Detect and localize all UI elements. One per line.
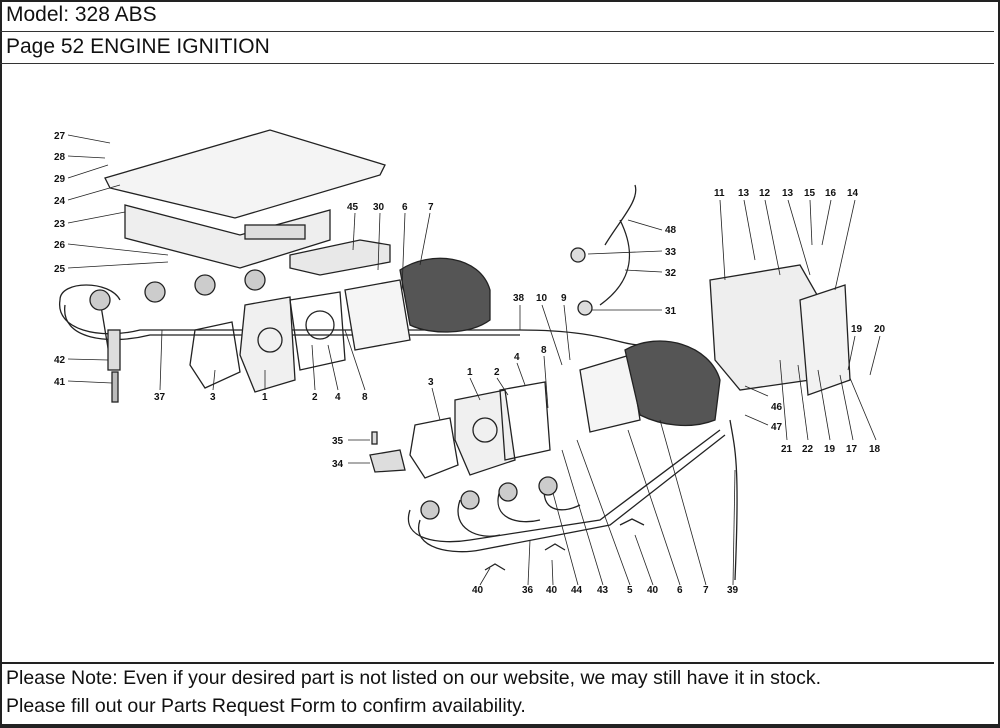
callout-32: 32 [665, 268, 677, 279]
pickup-pin-35 [371, 431, 378, 445]
callout-40-b: 40 [546, 585, 558, 596]
callout-14: 14 [847, 188, 859, 199]
callout-41: 41 [54, 377, 66, 388]
callout-7: 7 [428, 202, 434, 213]
callout-18: 18 [869, 444, 881, 455]
parts-diagram-svg: 27 28 29 24 23 26 25 42 41 37 3 1 2 4 8 … [54, 129, 886, 596]
callout-37: 37 [154, 392, 166, 403]
sensor-31 [577, 300, 593, 316]
callout-25: 25 [54, 264, 66, 275]
callout-31: 31 [665, 306, 677, 317]
wire-clip [544, 543, 566, 551]
leader-lines [67, 134, 881, 586]
callout-1: 1 [262, 392, 268, 403]
module-45 [289, 239, 391, 276]
callout-40: 40 [472, 585, 484, 596]
callout-11: 11 [714, 188, 725, 199]
sensor-33 [570, 247, 586, 263]
callout-39: 39 [727, 585, 739, 596]
spark-plug-wires-right [407, 429, 726, 553]
callout-30: 30 [373, 202, 385, 213]
callout-15: 15 [804, 188, 816, 199]
callout-28: 28 [54, 152, 66, 163]
callout-24: 24 [54, 196, 66, 207]
callout-5: 5 [627, 585, 633, 596]
callout-4-lower: 4 [514, 352, 520, 363]
pickup-34 [369, 449, 406, 473]
distributor-housing-left [344, 279, 411, 351]
callout-19-b: 19 [824, 444, 836, 455]
callout-38: 38 [513, 293, 525, 304]
callout-6-lower: 6 [677, 585, 683, 596]
callout-labels: 27 28 29 24 23 26 25 42 41 37 3 1 2 4 8 … [54, 131, 886, 596]
callout-2: 2 [312, 392, 318, 403]
distributor-housing-right [579, 354, 641, 433]
callout-44: 44 [571, 585, 583, 596]
wire-39 [729, 419, 738, 581]
callout-23: 23 [54, 219, 66, 230]
callout-21: 21 [781, 444, 793, 455]
distributor-cap-right [454, 389, 516, 476]
callout-47: 47 [771, 422, 783, 433]
seal-right [499, 381, 551, 461]
callout-2-lower: 2 [494, 367, 500, 378]
seal-left [305, 310, 335, 340]
callout-9: 9 [561, 293, 567, 304]
callout-3-lower: 3 [428, 377, 434, 388]
callout-26: 26 [54, 240, 66, 251]
callout-8: 8 [362, 392, 368, 403]
callout-34: 34 [332, 459, 344, 470]
callout-13-b: 13 [782, 188, 794, 199]
model-title: Model: 328 ABS [0, 0, 994, 32]
wire-clip [619, 518, 645, 526]
callout-20: 20 [874, 324, 886, 335]
callout-17: 17 [846, 444, 858, 455]
callout-29: 29 [54, 174, 66, 185]
callout-35: 35 [332, 436, 344, 447]
footer-note: Please Note: Even if your desired part i… [0, 664, 994, 724]
callout-19: 19 [851, 324, 863, 335]
ecu-box [124, 204, 331, 269]
wire-clip [484, 563, 506, 571]
callout-36: 36 [522, 585, 534, 596]
callout-10: 10 [536, 293, 548, 304]
parts-diagram: 27 28 29 24 23 26 25 42 41 37 3 1 2 4 8 … [0, 64, 994, 664]
callout-33: 33 [665, 247, 677, 258]
callout-6: 6 [402, 202, 408, 213]
callout-16: 16 [825, 188, 837, 199]
callout-45: 45 [347, 202, 359, 213]
mounting-bracket [799, 284, 851, 396]
callout-48: 48 [665, 225, 677, 236]
callout-40-c: 40 [647, 585, 659, 596]
callout-8-lower: 8 [541, 345, 547, 356]
callout-42: 42 [54, 355, 66, 366]
ecu-cover-plate [104, 129, 386, 219]
callout-22: 22 [802, 444, 814, 455]
callout-12: 12 [759, 188, 771, 199]
callout-7-lower: 7 [703, 585, 709, 596]
spark-plug-boot [107, 329, 121, 371]
callout-13: 13 [738, 188, 750, 199]
gasket-left [189, 321, 241, 389]
callout-27: 27 [54, 131, 66, 142]
ignition-coil-sleeve-left [399, 257, 491, 333]
callout-43: 43 [597, 585, 609, 596]
footer-note-line-2: Please fill out our Parts Request Form t… [6, 695, 526, 717]
ecu-connector [244, 224, 306, 240]
footer-note-line-1: Please Note: Even if your desired part i… [6, 667, 822, 689]
spark-plug [111, 371, 119, 403]
gasket-right [409, 417, 459, 479]
distributor-cap-left [239, 296, 296, 393]
callout-4: 4 [335, 392, 341, 403]
sensor-cable [599, 184, 637, 306]
callout-3: 3 [210, 392, 216, 403]
callout-1-lower: 1 [467, 367, 473, 378]
page-title: Page 52 ENGINE IGNITION [0, 32, 994, 64]
callout-46: 46 [771, 402, 783, 413]
ignition-coil-sleeve-right [624, 340, 721, 427]
